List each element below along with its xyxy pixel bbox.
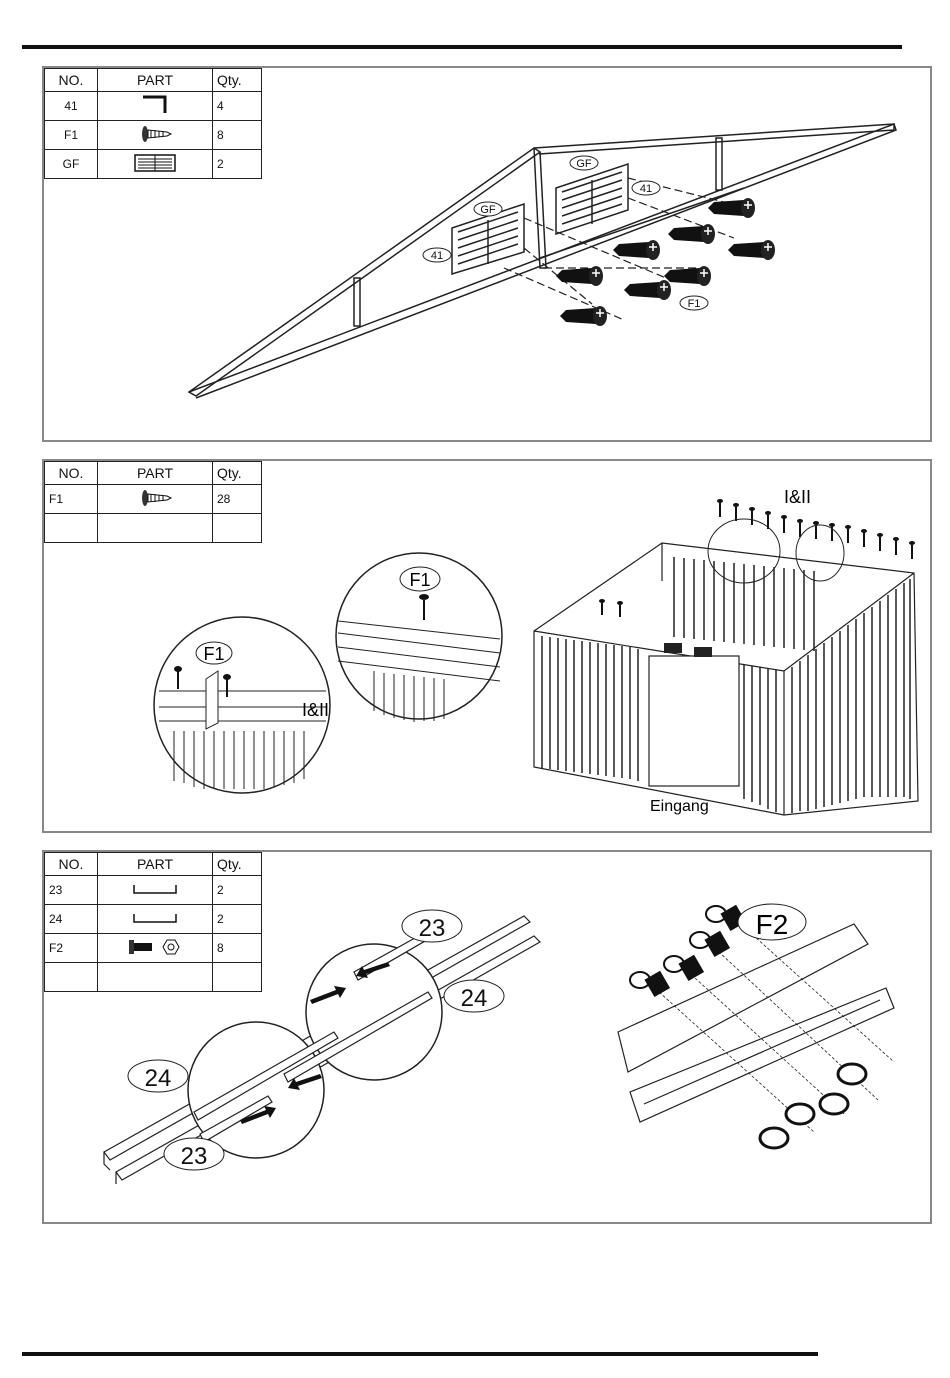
rail-assembly-diagram: 23 24 24 23 bbox=[44, 852, 930, 1222]
vent-grille-right bbox=[556, 164, 628, 234]
vent-right bbox=[694, 647, 712, 657]
label-24-right: 24 bbox=[461, 985, 488, 1012]
label-f1-middle: F1 bbox=[409, 570, 430, 590]
label-gf-right: GF bbox=[576, 158, 592, 170]
label-f1-left: F1 bbox=[203, 644, 224, 664]
label-23-top: 23 bbox=[419, 915, 446, 942]
f2-detail-circle: F2 bbox=[616, 900, 900, 1184]
label-i-ii-left: I&II bbox=[302, 700, 329, 720]
label-24-left: 24 bbox=[145, 1065, 172, 1092]
wall-assembly-diagram: F1 F1 I&II bbox=[44, 461, 930, 831]
bottom-rule bbox=[22, 1352, 818, 1356]
roof-frame-diagram: GF GF 41 41 F1 bbox=[44, 68, 930, 440]
vent-left bbox=[664, 643, 682, 653]
step-panel-2: NO. PART Qty. F1 28 F1 bbox=[42, 459, 932, 833]
shed-walls bbox=[534, 543, 918, 815]
detail-circle-middle: F1 bbox=[336, 553, 502, 722]
label-41-right: 41 bbox=[640, 183, 652, 195]
label-f1: F1 bbox=[688, 298, 701, 310]
label-f2: F2 bbox=[756, 909, 789, 940]
step-panel-3: NO. PART Qty. 23 2 24 2 F2 8 bbox=[42, 850, 932, 1224]
label-gf-left: GF bbox=[480, 204, 496, 216]
label-23-bottom: 23 bbox=[181, 1143, 208, 1170]
step-panel-1: NO. PART Qty. 41 4 F1 8 GF 2 bbox=[42, 66, 932, 442]
label-41-left: 41 bbox=[431, 250, 443, 262]
label-entrance: Eingang bbox=[650, 798, 709, 815]
top-rule bbox=[22, 45, 902, 49]
label-i-ii-right: I&II bbox=[784, 487, 811, 507]
